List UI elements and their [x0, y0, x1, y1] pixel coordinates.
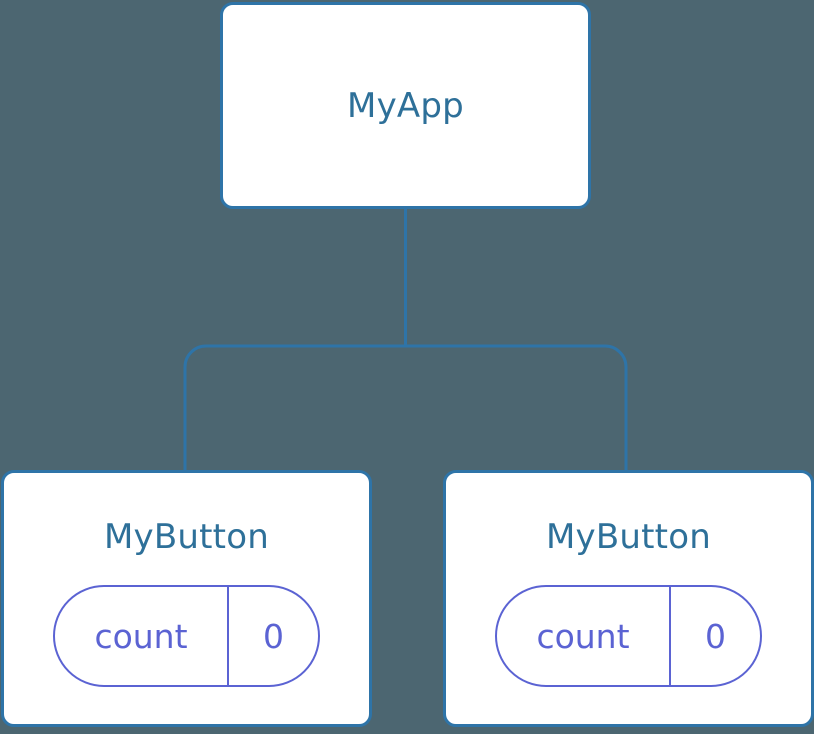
node-title: MyButton — [546, 517, 711, 557]
node-title: MyButton — [104, 517, 269, 557]
state-pill-count[interactable]: count 0 — [53, 585, 320, 687]
connector-branch-left — [183, 344, 406, 472]
node-mybutton-0[interactable]: MyButton count 0 — [1, 470, 372, 727]
node-mybutton-1[interactable]: MyButton count 0 — [443, 470, 814, 727]
state-value: 0 — [705, 616, 726, 656]
state-key: count — [55, 587, 229, 685]
node-title: MyApp — [347, 85, 464, 126]
node-myapp[interactable]: MyApp — [220, 2, 591, 209]
connector-branch-right — [405, 344, 628, 472]
state-pill-count[interactable]: count 0 — [495, 585, 762, 687]
state-value: 0 — [263, 616, 284, 656]
state-key: count — [497, 587, 671, 685]
